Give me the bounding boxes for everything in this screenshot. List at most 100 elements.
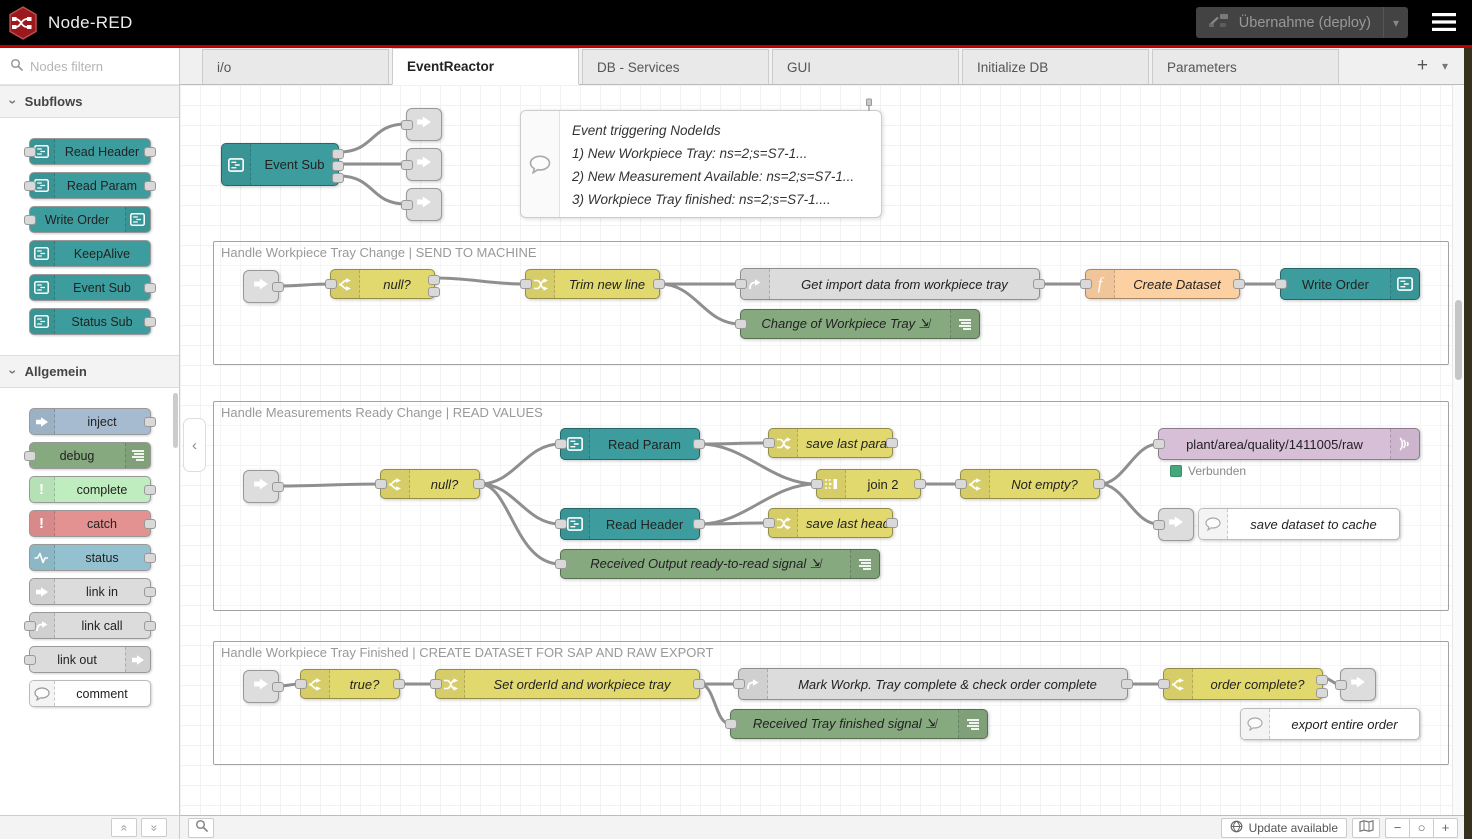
port[interactable] xyxy=(1153,519,1165,530)
group-tray-finished[interactable]: Handle Workpiece Tray Finished | CREATE … xyxy=(213,641,1449,765)
tab-eventreactor[interactable]: EventReactor xyxy=(392,48,579,85)
node-link-out[interactable] xyxy=(401,188,442,221)
palette-node-read-param[interactable]: Read Param xyxy=(23,172,156,199)
wire[interactable] xyxy=(698,682,732,726)
canvas-search-button[interactable] xyxy=(188,817,214,838)
port[interactable] xyxy=(1316,688,1328,698)
comment-box[interactable]: Event triggering NodeIds 1) New Workpiec… xyxy=(520,110,882,218)
tab-parameters[interactable]: Parameters xyxy=(1152,49,1339,84)
node-change-save-last-param[interactable]: save last param xyxy=(763,428,898,458)
port[interactable] xyxy=(325,279,337,289)
tab-io[interactable]: i/o xyxy=(202,49,389,84)
port[interactable] xyxy=(1121,679,1133,689)
deploy-options-caret[interactable]: ▾ xyxy=(1382,7,1408,38)
node-mqtt-out[interactable]: plant/area/quality/1411005/raw xyxy=(1153,428,1420,460)
port[interactable] xyxy=(23,146,36,157)
port[interactable] xyxy=(886,438,898,448)
port[interactable] xyxy=(811,479,823,489)
wire[interactable] xyxy=(478,482,562,566)
palette-node-keepalive[interactable]: KeepAlive xyxy=(28,240,151,267)
node-link-in[interactable] xyxy=(243,270,284,303)
port[interactable] xyxy=(143,586,156,597)
collapse-all-button[interactable]: « xyxy=(111,818,137,837)
tab-gui[interactable]: GUI xyxy=(772,49,959,84)
wire[interactable] xyxy=(478,482,562,526)
port[interactable] xyxy=(1316,675,1328,685)
port[interactable] xyxy=(295,679,307,689)
port[interactable] xyxy=(143,620,156,631)
port[interactable] xyxy=(1158,679,1170,689)
port[interactable] xyxy=(428,275,440,285)
main-menu-icon[interactable] xyxy=(1432,13,1456,36)
wire[interactable] xyxy=(433,276,527,286)
wire[interactable] xyxy=(337,174,408,206)
node-subflow-read-header[interactable]: Read Header xyxy=(555,508,705,540)
port[interactable] xyxy=(1233,279,1245,289)
wire[interactable] xyxy=(698,482,818,526)
palette-scrollbar[interactable] xyxy=(173,393,178,448)
node-subflow-write-order[interactable]: Write Order xyxy=(1275,268,1420,300)
node-link-out[interactable] xyxy=(1335,668,1376,701)
port[interactable] xyxy=(143,146,156,157)
palette-node-catch[interactable]: ! catch xyxy=(28,510,156,537)
palette-node-link-in[interactable]: link in xyxy=(28,578,156,605)
node-subflow-read-param[interactable]: Read Param xyxy=(555,428,705,460)
wire[interactable] xyxy=(1098,482,1160,526)
palette-node-write-order[interactable]: Write Order xyxy=(23,206,151,233)
node-switch-null2[interactable]: null? xyxy=(375,469,485,499)
port[interactable] xyxy=(23,180,36,191)
node-link-in[interactable] xyxy=(243,670,284,703)
port[interactable] xyxy=(1275,279,1287,289)
zoom-out-button[interactable]: − xyxy=(1385,817,1410,838)
port[interactable] xyxy=(23,654,36,665)
palette-node-status-sub[interactable]: Status Sub xyxy=(28,308,156,335)
port[interactable] xyxy=(272,681,284,692)
node-switch-null[interactable]: null? xyxy=(325,269,440,299)
port[interactable] xyxy=(332,161,344,171)
flow-canvas[interactable]: Handle Workpiece Tray Change | SEND TO M… xyxy=(180,85,1452,815)
port[interactable] xyxy=(143,552,156,563)
port[interactable] xyxy=(955,479,967,489)
port[interactable] xyxy=(733,679,745,689)
port[interactable] xyxy=(735,279,747,289)
palette-node-status[interactable]: status xyxy=(28,544,156,571)
palette-node-link-out[interactable]: link out xyxy=(23,646,151,673)
node-change-trim-new-line[interactable]: Trim new line xyxy=(520,269,665,299)
port[interactable] xyxy=(693,519,705,529)
node-switch-order-complete[interactable]: order complete? xyxy=(1158,668,1328,700)
node-debug-received-output[interactable]: Received Output ready-to-read signal ⇲ xyxy=(555,549,880,579)
tab-db-services[interactable]: DB - Services xyxy=(582,49,769,84)
palette-search-input[interactable]: Nodes filtern xyxy=(0,48,179,85)
palette-node-read-header[interactable]: Read Header xyxy=(23,138,156,165)
palette-node-inject[interactable]: inject xyxy=(28,408,156,435)
port[interactable] xyxy=(1033,279,1045,289)
port[interactable] xyxy=(693,679,705,689)
port[interactable] xyxy=(401,199,413,210)
port[interactable] xyxy=(143,316,156,327)
node-join[interactable]: join 2 xyxy=(811,469,926,499)
group-send-to-machine[interactable]: Handle Workpiece Tray Change | SEND TO M… xyxy=(213,241,1449,365)
port[interactable] xyxy=(143,518,156,529)
node-link-out[interactable] xyxy=(401,108,442,141)
wire[interactable] xyxy=(337,122,408,154)
add-tab-button[interactable]: + xyxy=(1416,55,1428,76)
port[interactable] xyxy=(914,479,926,489)
port[interactable] xyxy=(23,450,36,461)
minimap-toggle-button[interactable] xyxy=(1352,817,1380,838)
port[interactable] xyxy=(143,484,156,495)
port[interactable] xyxy=(520,279,532,289)
node-switch-not-empty[interactable]: Not empty? xyxy=(955,469,1105,499)
port[interactable] xyxy=(272,481,284,492)
port[interactable] xyxy=(473,479,485,489)
port[interactable] xyxy=(693,439,705,449)
wire[interactable] xyxy=(1098,442,1160,486)
node-function-create-dataset[interactable]: f Create Dataset xyxy=(1080,269,1245,299)
palette-node-debug[interactable]: debug xyxy=(23,442,151,469)
palette-node-event-sub[interactable]: Event Sub xyxy=(28,274,156,301)
node-link-out[interactable] xyxy=(401,148,442,181)
port[interactable] xyxy=(375,479,387,489)
node-comment-export-order[interactable]: export entire order xyxy=(1240,708,1420,740)
tab-list-caret-icon[interactable]: ▾ xyxy=(1441,59,1448,73)
port[interactable] xyxy=(401,119,413,130)
node-switch-true[interactable]: true? xyxy=(295,669,405,699)
